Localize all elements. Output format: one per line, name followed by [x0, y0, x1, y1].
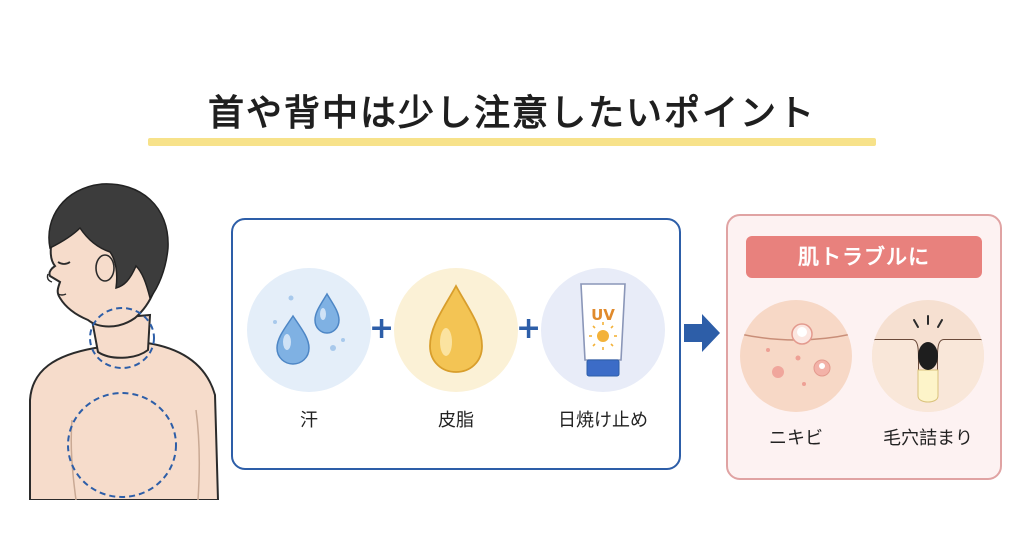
skin-trouble-panel: 肌トラブルに ニキビ 毛穴詰まり — [726, 214, 1002, 480]
sebum-circle — [394, 268, 518, 392]
plus-symbol: + — [369, 311, 395, 346]
sebum-drop-icon — [429, 284, 483, 373]
pore-circle — [872, 300, 984, 412]
page-title: 首や背中は少し注意したいポイント — [207, 93, 816, 134]
ingredient-label-sebum: 皮脂 — [438, 410, 474, 431]
plus-symbol: + — [516, 311, 542, 346]
ingredient-label-sunscreen: 日焼け止め — [558, 410, 648, 431]
sunscreen-circle: UV — [541, 268, 665, 392]
neck-highlight — [89, 307, 155, 369]
trouble-label-pore: 毛穴詰まり — [883, 428, 973, 449]
clogged-pore-icon — [872, 315, 984, 412]
sweat-circle — [247, 268, 371, 392]
back-highlight — [67, 392, 177, 498]
person-back-illustration — [29, 183, 220, 500]
acne-circle — [740, 300, 852, 412]
trouble-label-acne: ニキビ — [769, 428, 823, 449]
sweat-drops-icon — [273, 292, 345, 365]
title-underline — [148, 138, 876, 146]
acne-icon — [740, 323, 852, 386]
ingredient-label-sweat: 汗 — [300, 410, 318, 431]
sunscreen-tube-icon: UV — [580, 283, 626, 377]
cause-ingredients-panel: 汗 + 皮脂 + UV 日焼け止め — [231, 218, 681, 470]
uv-label: UV — [591, 306, 615, 324]
right-arrow-icon — [684, 314, 720, 352]
trouble-banner: 肌トラブルに — [746, 236, 982, 278]
